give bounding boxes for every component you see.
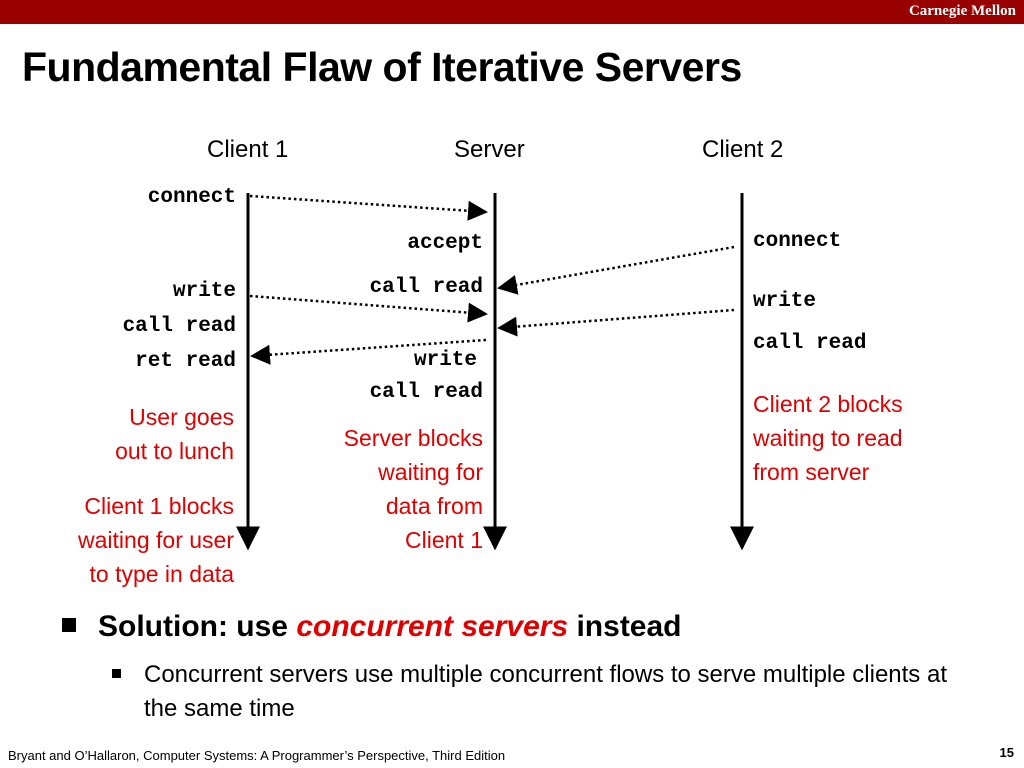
client1-lunch-note: User goes out to lunch (115, 400, 234, 468)
note-line: Client 1 blocks (84, 493, 234, 519)
arrow-client1-write (249, 294, 488, 323)
client2-connect-label: connect (753, 230, 842, 253)
server-write-label: write (413, 349, 477, 372)
main-bullet: Solution: use concurrent servers instead (62, 610, 682, 644)
main-bullet-suffix: instead (568, 610, 682, 643)
main-bullet-prefix: Solution: use (98, 610, 297, 643)
note-line: out to lunch (115, 438, 234, 464)
client1-header: Client 1 (207, 136, 289, 163)
note-line: waiting to read (753, 425, 903, 451)
note-line: waiting for user (78, 527, 234, 553)
arrow-server-write (250, 338, 487, 365)
note-line: Client 2 blocks (753, 391, 903, 417)
arrow-client1-connect (249, 194, 488, 221)
client1-call-read-label: call read (122, 315, 236, 338)
client1-write-label: write (172, 280, 236, 303)
server-header: Server (454, 136, 525, 163)
client2-write-label: write (753, 290, 817, 313)
note-line: data from (385, 493, 483, 519)
client2-header: Client 2 (702, 136, 784, 163)
header-bar: Carnegie Mellon (0, 0, 1024, 24)
server-call-read-2-label: call read (369, 381, 483, 404)
server-accept-label: accept (407, 232, 483, 255)
small-square-bullet-icon (112, 669, 121, 678)
server-blocks-note: Server blocks waiting for data from Clie… (344, 421, 483, 557)
note-line: Client 1 (405, 527, 483, 553)
main-bullet-emphasis: concurrent servers (296, 610, 569, 643)
arrow-client2-write (497, 308, 735, 337)
note-line: waiting for (378, 459, 483, 485)
sub-bullet: Concurrent servers use multiple concurre… (112, 658, 952, 726)
note-line: from server (753, 459, 870, 485)
square-bullet-icon (62, 618, 76, 633)
client2-call-read-label: call read (753, 332, 867, 355)
brand-name: Carnegie Mellon (908, 3, 1016, 19)
server-call-read-label: call read (369, 276, 483, 299)
client1-ret-read-label: ret read (135, 350, 236, 373)
arrow-client2-connect (497, 245, 735, 295)
sub-bullet-text: Concurrent servers use multiple concurre… (144, 661, 947, 722)
slide-title: Fundamental Flaw of Iterative Servers (22, 44, 742, 90)
note-line: Server blocks (343, 425, 483, 451)
note-line: to type in data (89, 561, 235, 587)
footer-citation: Bryant and O’Hallaron, Computer Systems:… (8, 748, 506, 763)
client2-blocks-note: Client 2 blocks waiting to read from ser… (753, 387, 903, 489)
page-number: 15 (999, 745, 1014, 760)
client1-connect-label: connect (147, 186, 236, 209)
client1-blocks-note: Client 1 blocks waiting for user to type… (78, 489, 234, 591)
note-line: User goes (129, 404, 234, 430)
